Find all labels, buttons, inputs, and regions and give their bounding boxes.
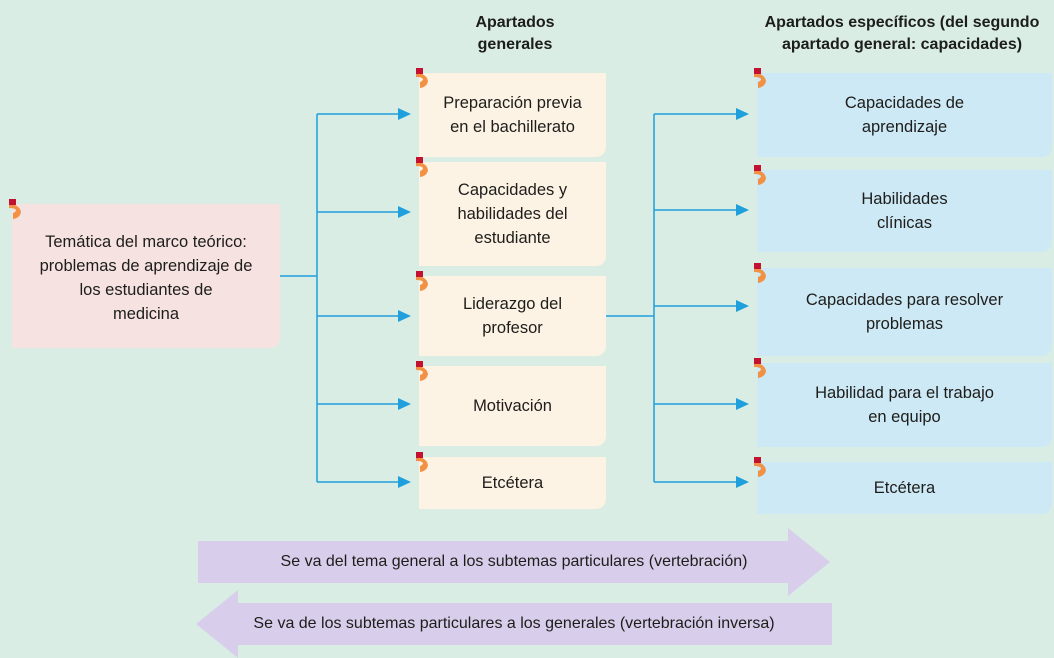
right-arrow-shape [198, 528, 830, 596]
main-topic-box: Temática del marco teórico: problemas de… [9, 199, 280, 348]
arrow-head-icon [736, 476, 749, 488]
specific-box-label: Etcétera [873, 479, 936, 497]
general-box-preparacion: Preparación previa en el bachillerato [416, 68, 606, 157]
specific-sections-header: Apartados específicos (del segundo apart… [764, 14, 1040, 53]
general-box-capacidades: Capacidades y habilidades del estudiante [416, 157, 606, 266]
left-arrow-shape [196, 590, 832, 658]
arrow-head-icon [398, 476, 411, 488]
forward-direction-text: Se va del tema general a los subtemas pa… [280, 553, 748, 570]
tab-marker-icon [416, 271, 428, 291]
backward-direction-arrow: Se va de los subtemas particulares a los… [196, 590, 832, 658]
specific-box-resolver-problemas: Capacidades para resolver problemas [754, 263, 1052, 356]
tab-marker-icon [416, 361, 428, 381]
specific-box-label: Capacidades de aprendizaje [844, 94, 965, 136]
arrow-head-icon [398, 206, 411, 218]
tab-marker-icon [416, 157, 428, 177]
general-box-label: Liderazgo del profesor [462, 295, 563, 337]
specific-box-aprendizaje: Capacidades de aprendizaje [754, 68, 1052, 157]
specific-box-trabajo-equipo: Habilidad para el trabajo en equipo [754, 358, 1052, 447]
main-topic-text: Temática del marco teórico: problemas de… [39, 233, 253, 323]
tab-marker-icon [754, 68, 766, 88]
general-box-label: Motivación [473, 397, 552, 415]
general-box-label: Capacidades y habilidades del estudiante [457, 181, 568, 247]
arrow-head-icon [398, 108, 411, 120]
arrow-head-icon [736, 300, 749, 312]
tab-marker-icon [9, 199, 21, 219]
tab-marker-icon [754, 457, 766, 477]
tab-marker-icon [416, 452, 428, 472]
specific-box-label: Habilidad para el trabajo en equipo [815, 384, 994, 426]
general-sections-header: Apartados generales [475, 14, 555, 53]
tab-marker-icon [754, 263, 766, 283]
specific-box-label: Habilidades clínicas [861, 190, 948, 232]
specific-box-clinicas: Habilidades clínicas [754, 165, 1052, 252]
general-box-etcetera: Etcétera [416, 452, 606, 509]
specific-box-label: Capacidades para resolver problemas [805, 291, 1004, 333]
arrow-head-icon [736, 204, 749, 216]
arrow-head-icon [736, 398, 749, 410]
general-box-motivacion: Motivación [416, 361, 606, 446]
general-box-label: Preparación previa en el bachillerato [443, 94, 582, 136]
general-box-liderazgo: Liderazgo del profesor [416, 271, 606, 356]
backward-direction-text: Se va de los subtemas particulares a los… [253, 615, 775, 632]
general-box-label: Etcétera [481, 474, 544, 492]
arrow-head-icon [736, 108, 749, 120]
tab-marker-icon [754, 165, 766, 185]
specific-box-etcetera: Etcétera [754, 457, 1052, 514]
tab-marker-icon [416, 68, 428, 88]
forward-direction-arrow: Se va del tema general a los subtemas pa… [198, 528, 830, 596]
tab-marker-icon [754, 358, 766, 378]
arrow-head-icon [398, 398, 411, 410]
arrow-head-icon [398, 310, 411, 322]
